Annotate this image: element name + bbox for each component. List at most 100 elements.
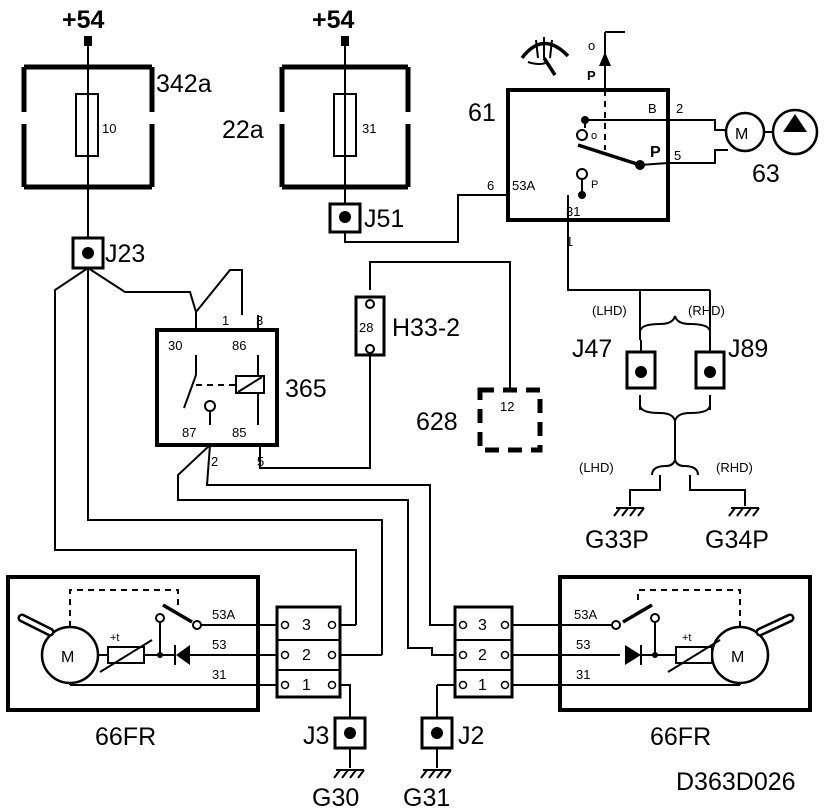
relay-pin-86: 86 <box>232 338 246 353</box>
brace-top <box>639 315 711 333</box>
ground-g30-icon <box>333 769 365 779</box>
tb-right-pin-3: 3 <box>478 617 487 634</box>
wiper-motor-right: 66FR M +t 53A 53 31 <box>558 575 812 751</box>
connector-j47: J47 <box>572 335 657 390</box>
tb-left-pin-3: 3 <box>302 617 311 634</box>
rhd-label-1: (RHD) <box>688 303 725 318</box>
connector-j51: J51 <box>328 202 404 234</box>
power-terminal <box>84 36 92 46</box>
ground-g34p-icon <box>728 507 760 517</box>
relay-365-label: 365 <box>285 375 327 403</box>
connector-j23: J23 <box>71 236 145 270</box>
wiper-icon <box>520 37 570 76</box>
power-terminal <box>341 36 349 46</box>
relay-pin-85: 85 <box>232 425 246 440</box>
switch-wire-6: 6 <box>487 178 494 193</box>
switch-p-top: P <box>587 68 596 83</box>
fuse-box-342a: +54 10 342a <box>21 6 212 190</box>
power-label-1: +54 <box>62 6 105 34</box>
brace-ground <box>651 456 699 476</box>
connector-h33-2: 28 H33-2 <box>354 295 460 357</box>
j47-label: J47 <box>572 335 612 363</box>
motor-left-m: M <box>61 649 74 666</box>
relay-wire-1: 1 <box>222 313 229 328</box>
power-label-2: +54 <box>312 6 355 34</box>
arrow-up-icon <box>599 52 611 66</box>
drive-selection: (LHD) (RHD) J47 J89 (LHD) (RHD) G33P G34… <box>572 303 769 554</box>
g33p-label: G33P <box>585 526 649 554</box>
wiper-motor-left: 66FR M +t 53A 53 31 <box>6 575 260 751</box>
switch-p-contact: P <box>591 179 598 191</box>
relay-contact-arm <box>183 374 197 409</box>
diode-left-icon <box>176 645 190 665</box>
module-628: 12 628 <box>416 387 543 453</box>
g30-label: G30 <box>312 784 359 812</box>
rhd-label-2: (RHD) <box>716 460 753 475</box>
switch-o-top: o <box>588 38 595 53</box>
diode-right-icon <box>625 645 641 665</box>
g34p-label: G34P <box>705 526 769 554</box>
motor-right-label: 66FR <box>650 723 711 751</box>
j51-label: J51 <box>364 205 404 233</box>
washer-pump-63: M 63 <box>724 108 819 188</box>
switch-p-right: P <box>650 144 661 161</box>
fuse-31-label: 31 <box>362 121 376 136</box>
pump-motor-label: M <box>735 126 748 143</box>
switch-wire-5: 5 <box>674 148 681 163</box>
fuse-box-22a-label: 22a <box>222 116 264 144</box>
switch-61-label: 61 <box>468 99 496 127</box>
connector-j2: J2 <box>420 716 484 750</box>
ground-g31-icon <box>420 769 452 779</box>
j2-label: J2 <box>458 722 484 750</box>
g31-label: G31 <box>403 784 450 812</box>
relay-wire-2: 2 <box>211 454 218 469</box>
terminal-block-right: 3 2 1 <box>437 605 514 699</box>
switch-wire-1: 1 <box>566 234 573 249</box>
tb-left-pin-2: 2 <box>302 647 311 664</box>
motor-right-53: 53 <box>576 637 590 652</box>
switch-53a: 53A <box>512 178 535 193</box>
thermal-right-label: +t <box>682 632 691 644</box>
switch-o-contact: o <box>591 130 597 142</box>
relay-pin-30: 30 <box>168 338 182 353</box>
connector-j3: J3 <box>303 716 367 750</box>
relay-365: 1 3 30 86 87 85 365 2 5 <box>155 313 327 469</box>
motor-left-31: 31 <box>212 667 226 682</box>
switch-31: 31 <box>566 204 580 219</box>
j23-label: J23 <box>105 240 145 268</box>
fuse-box-342a-label: 342a <box>156 70 212 98</box>
ground-g33p-icon <box>613 507 645 517</box>
switch-wire-2: 2 <box>676 101 683 116</box>
thermal-left-label: +t <box>110 632 119 644</box>
tb-right-pin-2: 2 <box>478 647 487 664</box>
h33-pin: 28 <box>359 320 373 335</box>
switch-contact-arm <box>577 143 641 167</box>
brace-bottom <box>639 404 711 422</box>
h33-label: H33-2 <box>392 314 460 342</box>
connector-j89: J89 <box>694 335 768 390</box>
module-628-label: 628 <box>416 408 458 436</box>
terminal-block-left: 3 2 1 <box>275 605 382 699</box>
relay-wire-5: 5 <box>257 454 264 469</box>
motor-right-m: M <box>731 649 744 666</box>
switch-b: B <box>648 101 657 116</box>
relay-wire-3: 3 <box>256 313 263 328</box>
motor-left-53a: 53A <box>212 607 235 622</box>
fuse-10-label: 10 <box>102 121 116 136</box>
tb-right-pin-1: 1 <box>478 677 487 694</box>
wiper-switch-61: 61 o P o P B P 53A 31 <box>468 31 683 249</box>
tb-left-pin-1: 1 <box>302 677 311 694</box>
relay-pin-87: 87 <box>182 425 196 440</box>
fuse-box-22a: +54 31 22a <box>222 6 411 190</box>
motor-right-31: 31 <box>576 667 590 682</box>
j89-label: J89 <box>728 335 768 363</box>
module-628-pin: 12 <box>500 399 514 414</box>
motor-right-53a: 53A <box>574 607 597 622</box>
motor-left-53: 53 <box>212 637 226 652</box>
diagram-id: D363D026 <box>676 768 796 796</box>
lhd-label-2: (LHD) <box>579 460 614 475</box>
motor-left-label: 66FR <box>95 723 156 751</box>
lhd-label-1: (LHD) <box>592 303 627 318</box>
j3-label: J3 <box>303 722 329 750</box>
